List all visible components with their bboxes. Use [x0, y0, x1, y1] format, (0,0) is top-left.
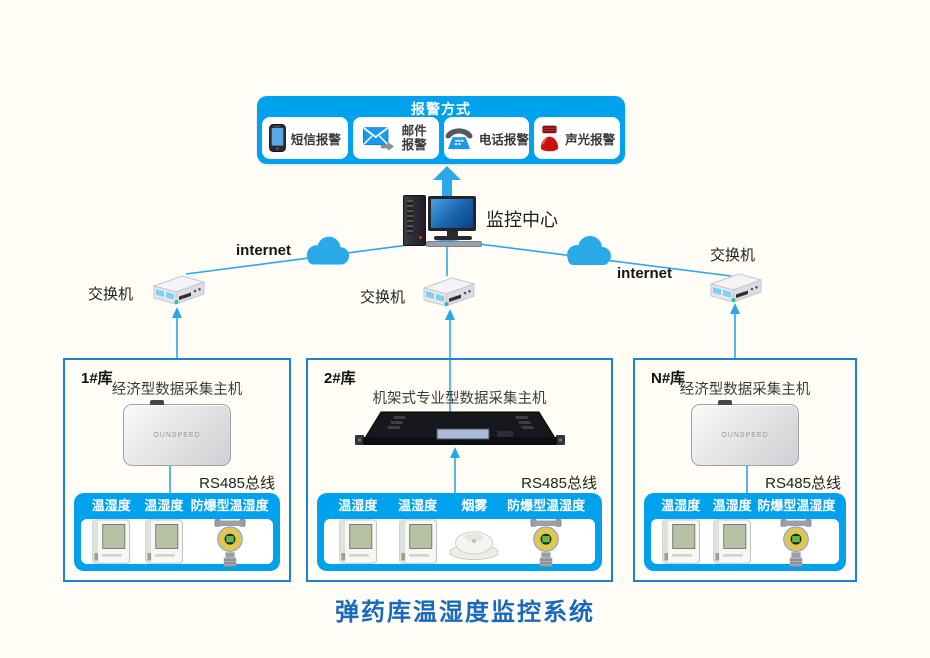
- computer-tower: [403, 195, 426, 246]
- alarm-panel-title: 报警方式: [411, 101, 471, 117]
- cloud-icon: [567, 236, 611, 265]
- warehouse-name: N#库: [651, 370, 686, 387]
- sensor-label: 温湿度: [661, 498, 701, 513]
- host-label: 经济型数据采集主机: [679, 382, 811, 398]
- host-label: 机架式专业型数据采集主机: [372, 391, 547, 407]
- host-brand: OUNSPEED: [721, 431, 769, 439]
- email-icon: [363, 126, 395, 150]
- sensor-label: 温湿度: [91, 498, 131, 513]
- alarm-item-label: 邮件报警: [401, 123, 427, 152]
- network-switch-icon: [152, 275, 206, 305]
- arrow-up-icon: [450, 447, 460, 458]
- sensor-label: 温湿度: [712, 498, 752, 513]
- sensor-label: 防爆型温湿度: [757, 498, 836, 513]
- sensor-panel: 温湿度 温湿度 防爆型温湿度: [74, 493, 280, 571]
- temp-humidity-sensor-icon: [713, 519, 751, 564]
- keyboard: [426, 241, 482, 247]
- sensor-temp-humidity: 温湿度: [655, 493, 706, 564]
- sensor-panel: 温湿度 温湿度 烟雾 防爆型温湿度: [317, 493, 602, 571]
- smoke-detector-icon: [449, 530, 500, 560]
- arrow-up-icon: [172, 307, 182, 318]
- rs485-bus-label: RS485总线: [199, 475, 275, 492]
- desktop-computer-icon: [401, 194, 485, 250]
- sensor-label: 温湿度: [144, 498, 184, 513]
- sensor-explosion-proof: 防爆型温湿度: [501, 493, 591, 567]
- siren-icon: [541, 125, 559, 151]
- cloud-icon: [306, 236, 350, 265]
- sensor-label: 烟雾: [461, 498, 488, 513]
- computer-monitor: [428, 196, 476, 231]
- rs485-bus-label: RS485总线: [765, 475, 841, 492]
- switch-label-middle: 交换机: [360, 289, 406, 306]
- sensor-panel: 温湿度 温湿度 防爆型温湿度: [644, 493, 846, 571]
- alarm-item-label: 短信报警: [290, 132, 341, 147]
- sensor-temp-humidity: 温湿度: [388, 493, 448, 564]
- sensor-temp-humidity: 温湿度: [85, 493, 138, 564]
- rs485-bus-label: RS485总线: [521, 475, 597, 492]
- sensor-temp-humidity: 温湿度: [138, 493, 191, 564]
- rack-host-device: [354, 410, 565, 453]
- temp-humidity-sensor-icon: [398, 519, 437, 564]
- warehouse-box-2: 2#库 机架式专业型数据采集主机 RS485总线 温湿度: [306, 358, 613, 582]
- sensor-temp-humidity: 温湿度: [328, 493, 388, 564]
- economy-host-device: OUNSPEED: [691, 400, 799, 466]
- host-label: 经济型数据采集主机: [111, 382, 243, 398]
- arrow-up-icon: [433, 166, 461, 198]
- alarm-item-phone: 电话报警: [443, 117, 530, 159]
- economy-host-device: OUNSPEED: [123, 400, 231, 466]
- network-switch-icon: [422, 277, 476, 307]
- alarm-item-label: 电话报警: [478, 132, 529, 147]
- sensor-label: 防爆型温湿度: [507, 498, 586, 513]
- page-title: 弹药库温湿度监控系统: [335, 600, 595, 626]
- monitoring-center-label: 监控中心: [486, 210, 558, 230]
- alarm-item-sms: 短信报警: [262, 117, 348, 159]
- host-brand: OUNSPEED: [153, 431, 201, 439]
- telephone-icon: [444, 128, 473, 150]
- network-switch-icon: [709, 273, 763, 303]
- sensor-smoke: 烟雾: [448, 493, 502, 564]
- monitor-base: [434, 236, 472, 240]
- explosion-proof-sensor-icon: [780, 519, 812, 567]
- warehouse-name: 2#库: [324, 370, 356, 387]
- alarm-item-sound-light: 声光报警: [534, 117, 620, 159]
- monitor-stand: [447, 231, 458, 236]
- temp-humidity-sensor-icon: [144, 519, 183, 564]
- alarm-item-label: 声光报警: [565, 132, 616, 147]
- mobile-phone-icon: [268, 124, 286, 152]
- warehouse-name: 1#库: [81, 370, 113, 387]
- explosion-proof-sensor-icon: [214, 519, 246, 567]
- sensor-explosion-proof: 防爆型温湿度: [757, 493, 836, 567]
- alarm-methods-panel: 报警方式 短信报警 邮件报警: [257, 96, 625, 164]
- sensor-temp-humidity: 温湿度: [706, 493, 757, 564]
- alarm-item-email: 邮件报警: [352, 117, 439, 159]
- sensor-label: 防爆型温湿度: [190, 498, 269, 513]
- sensor-label: 温湿度: [398, 498, 438, 513]
- sensor-explosion-proof: 防爆型温湿度: [190, 493, 269, 567]
- warehouse-box-1: 1#库 经济型数据采集主机 OUNSPEED RS485总线 温湿度 温湿度 防…: [63, 358, 291, 582]
- alarm-items-row: 短信报警 邮件报警: [262, 117, 620, 159]
- temp-humidity-sensor-icon: [339, 519, 377, 564]
- temp-humidity-sensor-icon: [661, 519, 700, 564]
- switch-label-left: 交换机: [88, 286, 134, 303]
- switch-label-right: 交换机: [710, 247, 756, 264]
- warehouse-box-n: N#库 经济型数据采集主机 OUNSPEED RS485总线 温湿度 温湿度 防…: [633, 358, 857, 582]
- explosion-proof-sensor-icon: [530, 519, 562, 567]
- temp-humidity-sensor-icon: [92, 519, 131, 564]
- internet-label-right: internet: [617, 265, 673, 282]
- sensor-label: 温湿度: [338, 498, 378, 513]
- internet-label-left: internet: [236, 242, 292, 259]
- arrow-up-icon: [445, 309, 455, 320]
- arrow-up-icon: [730, 303, 740, 314]
